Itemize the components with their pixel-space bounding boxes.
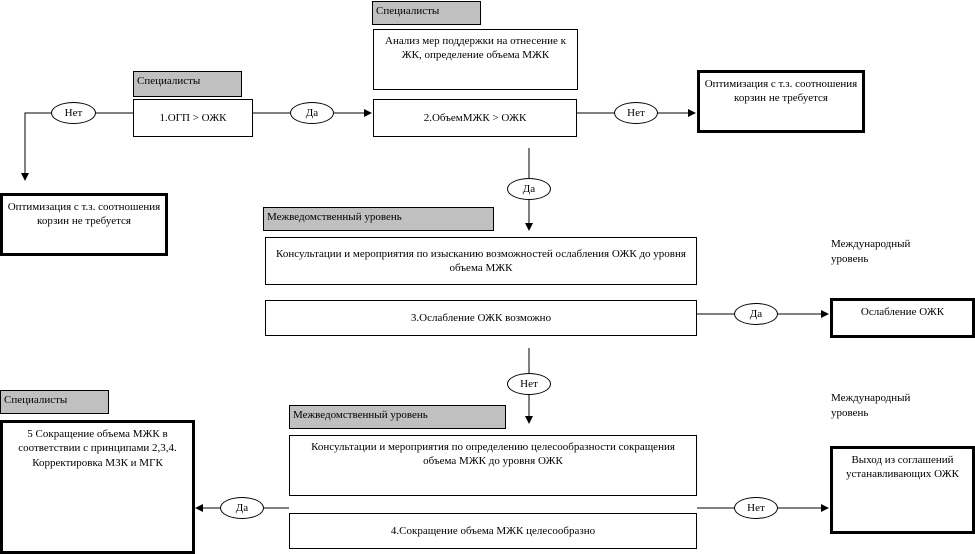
connector-no-opt-left	[21, 112, 51, 181]
no-oval-2: Нет	[614, 102, 658, 124]
yes-oval-4: Да	[220, 497, 264, 519]
specialists-label-bottom: Специалисты	[0, 390, 109, 414]
international-label-1: Международный уровень	[831, 238, 911, 265]
step4-box: 4.Сокращение объема МЖК целесообразно	[289, 513, 697, 549]
no-oval-4: Нет	[734, 497, 778, 519]
no-oval-1: Нет	[51, 102, 96, 124]
yes-oval-3: Да	[734, 303, 778, 325]
specialists-label-left: Специалисты	[133, 71, 242, 97]
weaken-box: Ослабление ОЖК	[830, 298, 975, 338]
step1-box: 1.ОГП > ОЖК	[133, 99, 253, 137]
optimization-not-required-left-box: Оптимизация с т.з. соотношения корзин не…	[0, 193, 168, 256]
international-label-2: Международный уровень	[831, 392, 911, 419]
step2-box: 2.ОбъемМЖК > ОЖК	[373, 99, 577, 137]
specialists-label-top: Специалисты	[372, 1, 481, 25]
step3-box: 3.Ослабление ОЖК возможно	[265, 300, 697, 336]
no-oval-3: Нет	[507, 373, 551, 395]
optimization-not-required-right-box: Оптимизация с т.з. соотношения корзин не…	[697, 70, 865, 133]
interdepartmental-label-2: Межведомственный уровень	[289, 405, 506, 429]
yes-oval-2: Да	[507, 178, 551, 200]
reduce-volume-box: 5 Сокращение объема МЖК в соответствии с…	[0, 420, 195, 554]
yes-oval-1: Да	[290, 102, 334, 124]
exit-agreements-box: Выход из соглашений устанавливающих ОЖК	[830, 446, 975, 534]
interdepartmental-label-1: Межведомственный уровень	[263, 207, 494, 231]
consultations-weakening-box: Консультации и мероприятия по изысканию …	[265, 237, 697, 285]
analysis-box: Анализ мер поддержки на отнесение к ЖК, …	[373, 29, 578, 90]
consultations-reduction-box: Консультации и мероприятия по определени…	[289, 435, 697, 496]
